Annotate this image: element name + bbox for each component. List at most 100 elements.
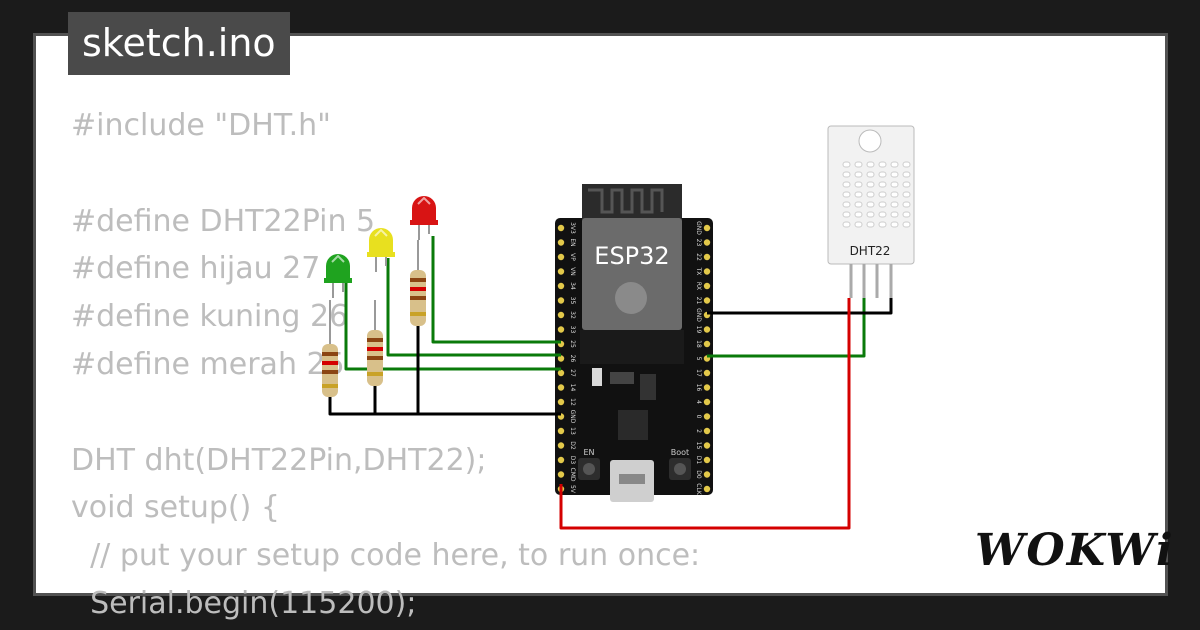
code-line: // put your setup code here, to run once… [71,538,701,574]
right-pin-label: D1 [695,456,702,465]
left-pin-label: 27 [569,369,576,377]
left-pin-label: 3V3 [569,222,576,234]
left-pin-label: 33 [569,326,576,334]
right-pin[interactable] [703,253,711,261]
code-editor[interactable]: #include "DHT.h" #define DHT22Pin 5 #defin… [71,102,700,628]
right-pin-label: 15 [695,442,702,450]
left-pin[interactable] [557,369,565,377]
wire-green-led-signal [344,282,561,371]
left-pin[interactable] [557,471,565,478]
resistor-red[interactable] [410,240,426,326]
right-pin-label: CLK [695,483,702,496]
left-pin[interactable] [557,398,565,406]
right-pin-label: 22 [695,253,702,261]
left-pin-label: 14 [569,384,576,392]
preview-card: #include "DHT.h" #define DHT22Pin 5 #defin… [33,33,1168,621]
left-pin[interactable] [557,427,565,435]
left-pin-label: 32 [569,311,576,319]
left-pin-label: D2 [569,441,576,450]
boot-button-label: Boot [671,448,689,457]
left-pin[interactable] [557,239,565,246]
left-pin-label: VP [569,253,576,261]
code-line: #define merah 25 [71,346,345,382]
right-pin[interactable] [703,369,711,377]
right-pin-label: 0 [695,415,702,419]
left-pin[interactable] [557,355,565,362]
left-pin[interactable] [557,268,565,275]
right-pin[interactable] [703,471,711,478]
right-pin-label: TX [695,267,702,276]
left-pin-label: VN [569,267,576,276]
right-pin[interactable] [703,340,711,348]
left-pin-label: EN [569,238,576,246]
left-pin-label: 13 [569,427,576,435]
right-pin-label: 18 [695,340,702,348]
code-line: DHT dht(DHT22Pin,DHT22); [71,442,487,478]
left-pin[interactable] [557,253,565,261]
dht22-sensor[interactable]: DHT22 [827,125,915,298]
right-pin-label: GND [695,221,702,235]
right-pin[interactable] [703,456,711,464]
left-pin-label: 26 [569,355,576,363]
right-pin-label: 16 [695,384,702,392]
right-pin-label: 17 [695,369,702,377]
left-pin[interactable] [557,326,565,333]
left-pin-label: 35 [569,297,576,305]
led-red[interactable] [410,196,438,240]
right-pin[interactable] [703,297,711,304]
left-pin[interactable] [557,456,565,464]
led-yellow[interactable] [367,228,395,272]
left-pin[interactable] [557,384,565,391]
wire-dht-data [707,298,866,358]
right-pin-label: 21 [695,297,702,305]
left-pin[interactable] [557,224,565,232]
wokwi-logo: WOKWi [975,525,1175,576]
right-pin[interactable] [703,268,711,275]
right-pin[interactable] [703,427,711,435]
right-pin[interactable] [703,224,711,232]
right-pin-label: 23 [695,239,702,247]
right-pin[interactable] [703,485,711,493]
left-pin-label: GND [569,410,576,424]
right-pin-label: 4 [695,400,702,404]
right-pin-label: 2 [695,429,702,433]
board-label: ESP32 [594,242,669,270]
led-green[interactable] [324,254,352,298]
right-pin[interactable] [703,326,711,333]
right-pin-label: 5 [695,357,702,361]
code-line: Serial.begin(115200); [71,585,417,621]
wire-yellow-led-signal [386,258,561,357]
resistor-green[interactable] [322,300,338,397]
left-pin-label: 34 [569,282,576,290]
file-tab[interactable]: sketch.ino [68,12,290,75]
right-pin[interactable] [703,398,711,406]
en-button-label: EN [583,448,594,457]
right-pin[interactable] [703,282,711,290]
code-line: void setup() { [71,490,280,526]
right-pin-label: RX [695,282,702,290]
right-pin[interactable] [703,239,711,246]
wires [328,236,893,530]
left-pin[interactable] [557,297,565,304]
left-pin[interactable] [557,442,565,449]
right-pin[interactable] [703,442,711,449]
resistor-yellow[interactable] [367,300,383,386]
left-pin-label: 12 [569,398,576,406]
left-pin-label: CMD [569,468,576,482]
right-pin-label: GND [695,308,702,322]
left-pin-label: D3 [569,456,576,465]
code-line: #define hijau 27 [71,251,321,287]
code-line: #include "DHT.h" [71,108,331,143]
wire-gnd-1 [328,397,561,416]
right-pin[interactable] [703,413,711,420]
left-pin[interactable] [557,282,565,290]
wire-dht-gnd [707,298,893,315]
left-pin[interactable] [557,311,565,319]
wire-red-led-signal [431,236,561,344]
right-pin[interactable] [703,384,711,391]
right-pin-label: 19 [695,326,702,334]
code-line: #define DHT22Pin 5 [71,203,376,239]
esp32-board[interactable]: ESP32 EN Boot 3V3ENVPVN34353233252627141… [555,184,713,502]
left-pin-label: 25 [569,340,576,348]
